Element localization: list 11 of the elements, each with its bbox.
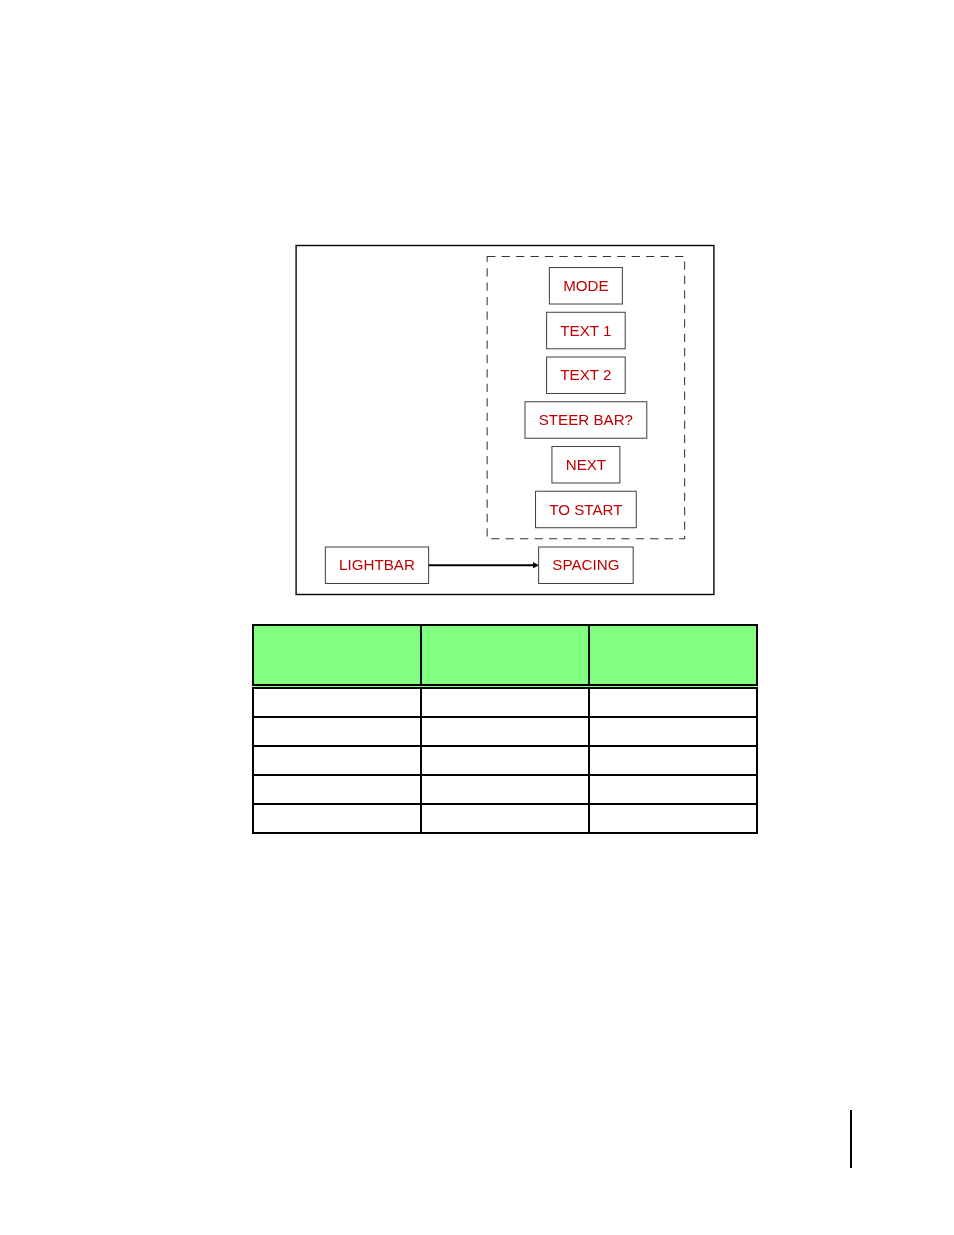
node-box: TEXT 1 bbox=[546, 311, 626, 350]
node-box: STEER BAR? bbox=[524, 401, 648, 439]
node-box: TEXT 2 bbox=[546, 356, 626, 394]
cluster bbox=[295, 244, 715, 596]
node-box: LIGHTBAR bbox=[324, 546, 430, 584]
node-box: SPACING bbox=[538, 546, 634, 584]
cluster bbox=[486, 256, 686, 540]
arrow bbox=[428, 562, 539, 569]
node-box: MODE bbox=[548, 267, 623, 305]
node-box: NEXT bbox=[551, 446, 621, 484]
node-box: TO START bbox=[535, 490, 637, 529]
